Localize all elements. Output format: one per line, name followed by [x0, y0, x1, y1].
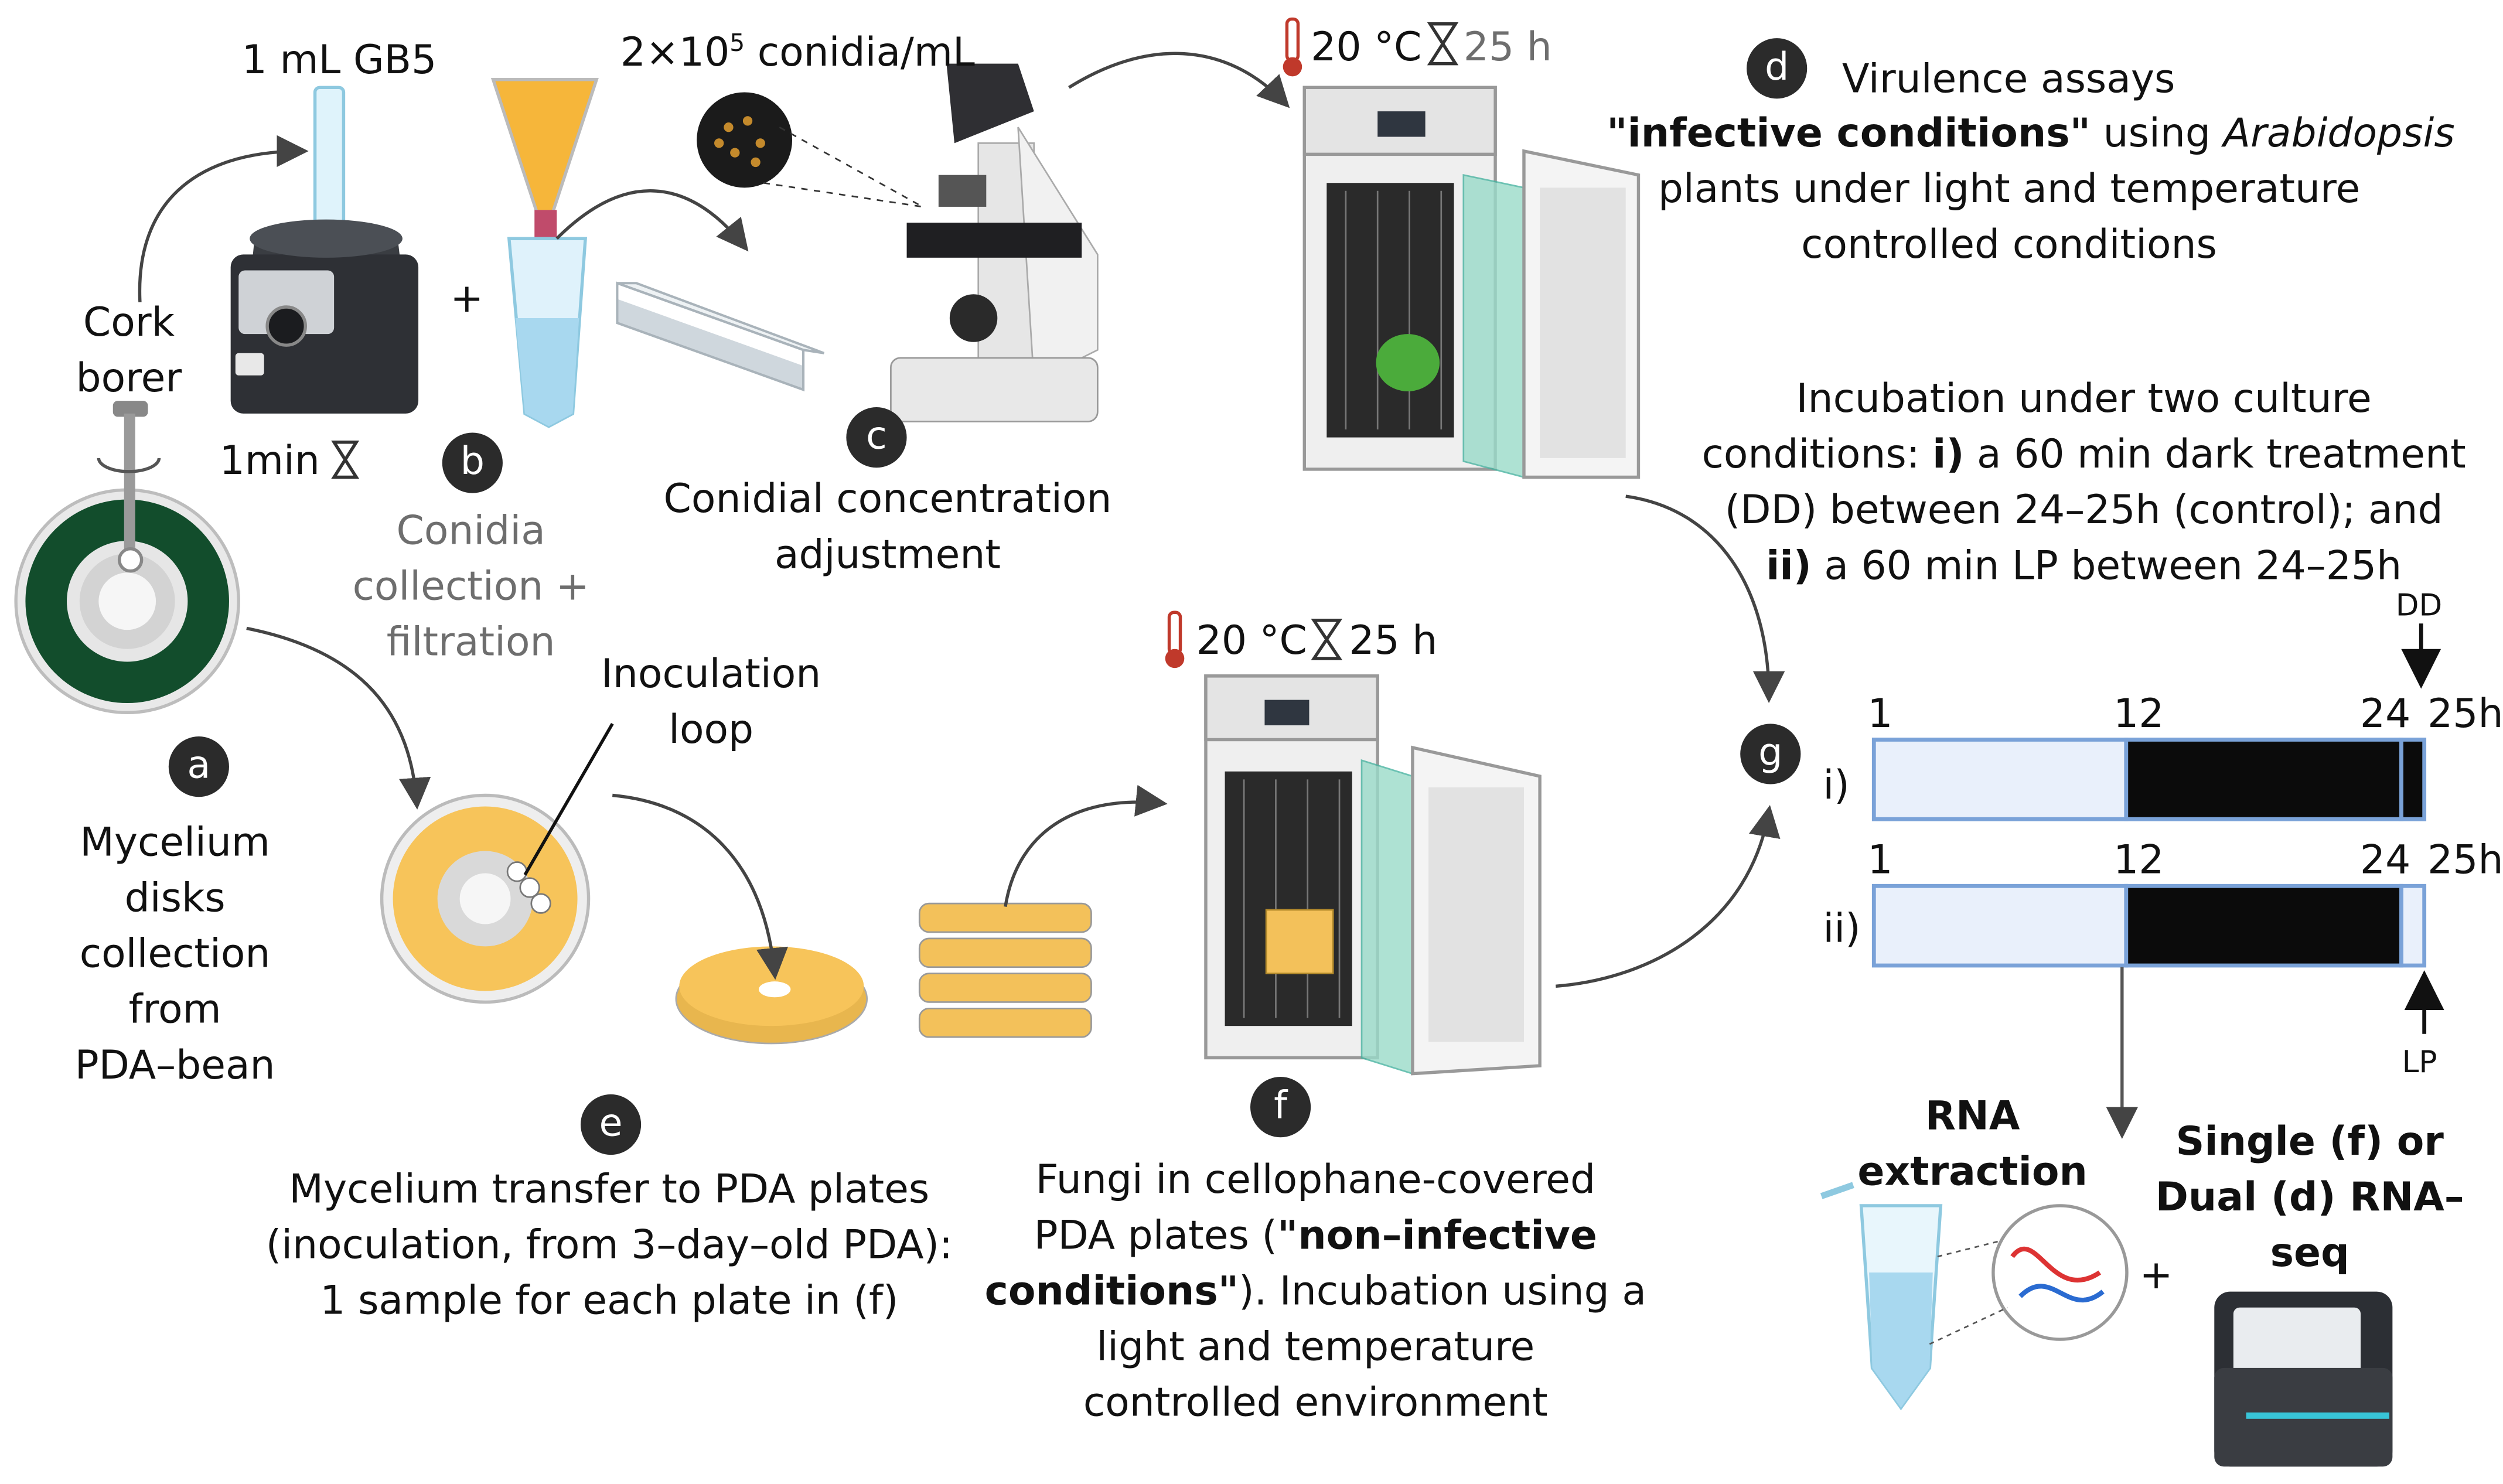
tick-label-0-1: 12 [2113, 690, 2164, 737]
timeline-chart [1871, 738, 2427, 968]
timeline-segment-1-1 [2124, 883, 2403, 968]
badge-e: e [580, 1094, 642, 1155]
badge-c: c [846, 407, 907, 468]
row-i-label: i) [1823, 762, 1850, 808]
incubator-top-icon [1302, 86, 1641, 479]
concentration-label: 2×105 conidia/mL [620, 28, 975, 76]
badge-a: a [168, 736, 229, 797]
sequencer-icon [2214, 1291, 2393, 1467]
pda-plate-icon [675, 946, 868, 1045]
badge-g: g [1740, 724, 1801, 784]
tick-label-0-0: 1 [1867, 690, 1893, 737]
thermometer-icon-bottom [1165, 610, 1185, 668]
step-f-caption: Fungi in cellophane-covered PDA plates (… [984, 1156, 1646, 1425]
inoculation-dish-icon [380, 722, 614, 1004]
output-plus: + [2139, 1251, 2173, 1298]
timeline-segment-1-2 [2399, 883, 2427, 968]
hourglass-icon-bottom [1311, 619, 1343, 660]
badge-f: f [1250, 1077, 1311, 1138]
temp-top: 20 °C [1311, 23, 1422, 70]
microscope-slide-icon [616, 281, 825, 392]
thermometer-icon-top [1283, 17, 1302, 77]
tick-label-1-1: 12 [2113, 837, 2164, 883]
hourglass-icon-vortex [331, 441, 360, 479]
duration-bottom: 25 h [1349, 617, 1438, 664]
plus-sign: + [450, 275, 484, 322]
tick-label-1-0: 1 [1867, 837, 1893, 883]
vortex-mixer-icon [230, 86, 419, 414]
timeline-segment-0-0 [1871, 738, 2129, 821]
volume-label: 1 mL GB5 [241, 36, 437, 83]
tick-label-1-3: 25h [2427, 837, 2503, 883]
step-e-caption: Mycelium transfer to PDA plates(inoculat… [265, 1166, 953, 1323]
rna-tube-icon [1820, 1182, 2129, 1411]
duration-top: 25 h [1463, 23, 1552, 70]
lp-label: LP [2402, 1045, 2437, 1080]
mycelium-petri-dish [14, 488, 240, 715]
step-d-title: Virulence assays [1842, 56, 2175, 102]
badge-b: b [442, 432, 503, 493]
tick-label-0-2: 24 [2359, 690, 2411, 737]
badge-d: d [1747, 38, 1808, 99]
timeline-segment-0-1 [2124, 738, 2403, 821]
cork-borer-icon [97, 401, 161, 573]
microscope-icon [697, 63, 1099, 422]
hourglass-icon-top [1427, 22, 1459, 66]
step-d-caption: "infective conditions" using Arabidopsis… [1607, 110, 2455, 268]
funnel-filtration-icon [490, 78, 599, 428]
temp-bottom: 20 °C [1196, 617, 1307, 664]
vortex-time: 1min [219, 437, 320, 484]
incubator-bottom-icon [1204, 674, 1542, 1076]
step-g-caption: Incubation under two culture conditions:… [1701, 375, 2466, 589]
timeline-segment-0-2 [2399, 738, 2427, 821]
dd-label: DD [2395, 588, 2443, 624]
flow-arrows [138, 52, 1785, 988]
stacked-plates-icon [918, 902, 1092, 1038]
row-ii-label: ii) [1823, 905, 1861, 951]
timeline-segment-1-0 [1871, 883, 2129, 968]
tick-label-0-3: 25h [2427, 690, 2503, 737]
tick-label-1-2: 24 [2359, 837, 2411, 883]
